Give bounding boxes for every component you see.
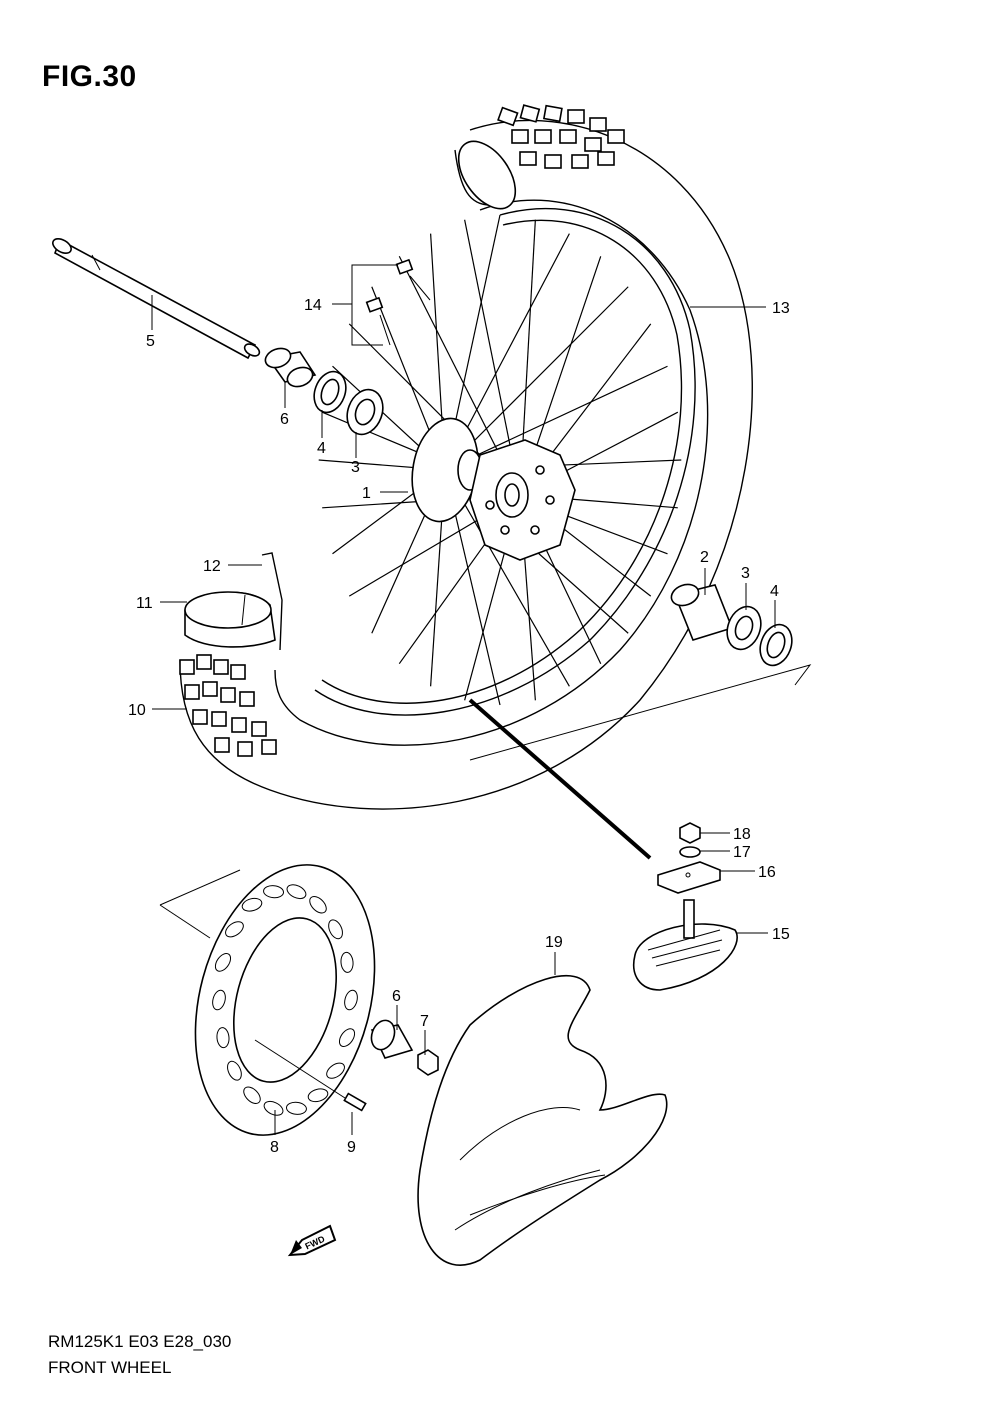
oil-seal-left — [313, 370, 347, 414]
inner-tube-valve — [633, 899, 738, 991]
disc-cutout — [344, 989, 358, 1011]
disc-cutout — [214, 952, 232, 972]
bearing-right — [726, 605, 762, 651]
callout-4-top: 4 — [317, 440, 326, 457]
rim-lock-pointer — [468, 698, 652, 860]
callout-12: 12 — [203, 558, 221, 575]
figure-title: FIG.30 — [42, 60, 137, 93]
spoke — [444, 469, 570, 687]
callout-3-right: 3 — [741, 565, 750, 582]
callout-17: 17 — [733, 844, 751, 861]
axle-nut — [417, 1049, 439, 1076]
perspective-plane — [159, 664, 812, 939]
callout-19: 19 — [545, 934, 563, 951]
callout-5: 5 — [146, 333, 155, 350]
disc-cutout — [285, 1101, 307, 1115]
callout-2: 2 — [700, 549, 709, 566]
spoke — [444, 286, 629, 471]
fwd-arrow-icon: FWD — [287, 1224, 337, 1257]
callout-14: 14 — [304, 297, 322, 314]
disc-cutout — [212, 989, 226, 1011]
rim-lock-washer — [679, 846, 701, 858]
callout-11: 11 — [136, 595, 153, 612]
callout-9: 9 — [347, 1139, 356, 1156]
rim-lock — [657, 861, 721, 894]
bearing-left — [346, 388, 384, 436]
disc-cutout — [227, 1060, 242, 1081]
disc-cutout — [243, 1086, 261, 1105]
callout-16: 16 — [758, 864, 776, 881]
callout-1: 1 — [362, 485, 371, 502]
disc-cutout — [326, 1062, 345, 1079]
rim-lock-nut — [679, 822, 701, 844]
callout-13: 13 — [772, 300, 790, 317]
tread-knobs-bottom — [179, 654, 277, 757]
callout-4-right: 4 — [770, 583, 779, 600]
disc-cutout — [225, 921, 244, 938]
callout-6-top: 6 — [280, 411, 289, 428]
rim — [314, 207, 696, 716]
disc-cutout — [241, 897, 263, 912]
disc-cutout — [307, 1088, 329, 1103]
spacer-lower — [370, 1019, 414, 1059]
tread-knobs-top — [497, 104, 625, 169]
disc-cutout — [286, 884, 307, 900]
leader-lines — [151, 295, 776, 1135]
section-name: FRONT WHEEL — [48, 1358, 172, 1377]
callout-15: 15 — [772, 926, 790, 943]
spacer-right — [670, 583, 734, 641]
disc-cutout — [216, 1027, 230, 1049]
callout-numbers: 5 6 4 3 1 14 13 12 11 10 2 3 4 18 17 16 … — [128, 297, 790, 1156]
disc-cutout — [338, 1028, 356, 1048]
disc-bolt — [254, 1039, 367, 1112]
hub — [411, 417, 576, 561]
disc-guard — [417, 974, 668, 1266]
spacer-left — [264, 347, 317, 388]
disc-cutout — [328, 919, 343, 940]
callout-10: 10 — [128, 702, 146, 719]
callout-18: 18 — [733, 826, 751, 843]
disc-cutout — [340, 951, 354, 973]
callout-6-bottom: 6 — [392, 988, 401, 1005]
front-axle — [52, 237, 261, 360]
spoke — [444, 365, 668, 471]
disc-cutout — [309, 895, 327, 914]
spoke-nipples — [351, 258, 431, 346]
brake-disc — [194, 864, 376, 1136]
tire — [179, 104, 753, 810]
callout-3-top: 3 — [351, 459, 360, 476]
oil-seal-right — [759, 623, 793, 667]
model-code: RM125K1 E03 E28_030 — [48, 1332, 232, 1351]
callout-8: 8 — [270, 1139, 279, 1156]
callout-7: 7 — [420, 1013, 429, 1030]
disc-cutout — [263, 1100, 284, 1116]
disc-cutout — [263, 885, 285, 899]
